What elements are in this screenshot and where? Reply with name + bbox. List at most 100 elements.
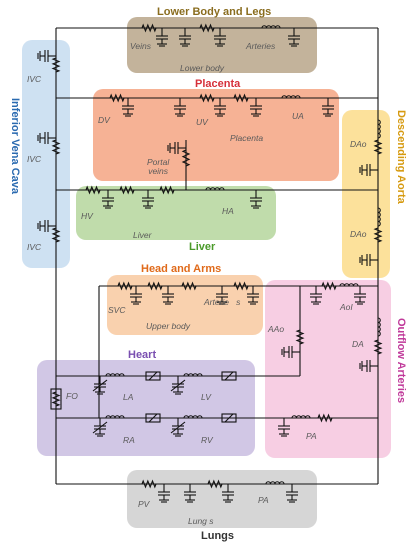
inductor-symbol [105, 373, 125, 377]
lungs-pa-label: PA [258, 495, 269, 505]
fo-valve [50, 388, 62, 410]
valve-slash [224, 371, 234, 381]
inductor-symbol [183, 415, 203, 419]
aao-resistor [295, 329, 305, 345]
heart-region [37, 360, 255, 456]
inductor-symbol [105, 415, 125, 419]
valve-slash [224, 413, 234, 423]
lungs-title: Lungs [201, 530, 234, 542]
lower-body-sub-label: Lower body [180, 63, 224, 73]
inductor-symbol [281, 95, 301, 99]
resistor-symbol [207, 479, 223, 489]
outflow-region [265, 280, 391, 458]
dao-label-2: DAo [350, 229, 367, 239]
resistor-symbol [159, 185, 175, 195]
resistor-symbol [199, 23, 215, 33]
outflow-title: Outflow Arteries [395, 318, 407, 404]
lower-body-veins-label: Veins [130, 41, 151, 51]
lungs-sub-label: Lung s [188, 516, 214, 526]
ivc-label-1: IVC [27, 74, 42, 84]
valve-symbol [145, 413, 161, 423]
valve-symbol [145, 371, 161, 381]
resistor-symbol [85, 185, 101, 195]
valve-symbol [221, 371, 237, 381]
dao-inductor [377, 119, 381, 139]
placenta-dv-label: DV [98, 115, 110, 125]
resistor-symbol [141, 479, 157, 489]
lower-body-region [127, 17, 317, 73]
resistor-symbol [233, 93, 249, 103]
ivc-resistor [51, 227, 61, 243]
heart-fo-label: FO [66, 391, 78, 401]
dao-label-1: DAo [350, 139, 367, 149]
inductor-symbol [339, 283, 359, 287]
outflow-da-label: DA [352, 339, 364, 349]
lower-body-title: Lower Body and Legs [157, 6, 272, 18]
heart-la-label: LA [123, 392, 134, 402]
dao-resistor [373, 139, 383, 155]
resistor-symbol [233, 281, 249, 291]
placenta-sub-label: Placenta [230, 133, 264, 143]
lungs-pv-label: PV [138, 499, 150, 509]
resistor-symbol [199, 93, 215, 103]
heart-lv-label: LV [201, 392, 211, 402]
ivc-resistor [51, 139, 61, 155]
variable-arrow [170, 421, 186, 434]
outflow-aao-label: AAo [268, 324, 285, 334]
da-resistor [373, 339, 383, 355]
heart-title: Heart [128, 349, 157, 361]
dao-resistor [373, 227, 383, 243]
inductor-symbol [291, 415, 311, 419]
resistor-symbol [181, 281, 197, 291]
inductor-symbol [265, 481, 285, 485]
fo-resistor [51, 391, 61, 407]
outflow-pa-label: PA [306, 431, 317, 441]
valve-symbol [221, 413, 237, 423]
placenta-title: Placenta [195, 78, 241, 90]
resistor-symbol [119, 185, 135, 195]
placenta-region [93, 89, 339, 181]
variable-arrow [92, 379, 108, 392]
dao-inductor [377, 207, 381, 227]
placenta-uv-label: UV [196, 117, 208, 127]
ivc-title: Inferior Vena Cava [9, 98, 21, 194]
liver-hv-label: HV [81, 211, 93, 221]
descending-aorta-title: Descending Aorta [395, 110, 407, 204]
head-arms-region [107, 275, 263, 335]
inductor-symbol [205, 187, 225, 191]
head-arms-arteries-label: Arterie s [204, 297, 241, 307]
valve-slash [148, 413, 158, 423]
liver-region [76, 186, 276, 240]
inductor-symbol [183, 373, 203, 377]
ivc-label-3: IVC [27, 242, 42, 252]
liver-sub-label: Liver [133, 230, 152, 240]
resistor-symbol [141, 23, 157, 33]
variable-arrow [170, 379, 186, 392]
head-arms-svc-label: SVC [108, 305, 126, 315]
variable-arrow [92, 421, 108, 434]
lower-body-arteries-label: Arteries [246, 41, 276, 51]
resistor-symbol [147, 281, 163, 291]
valve-slash [148, 371, 158, 381]
inductor-symbol [261, 25, 281, 29]
resistor-symbol [321, 281, 337, 291]
portal-veins-label-line1: Portal [147, 157, 170, 167]
heart-ra-label: RA [123, 435, 135, 445]
resistor-symbol [117, 281, 133, 291]
resistor-symbol [317, 413, 333, 423]
resistor-symbol [109, 93, 125, 103]
head-arms-sub-label: Upper body [146, 321, 190, 331]
portal-veins-label: Portal veins [147, 157, 170, 177]
heart-rv-label: RV [201, 435, 213, 445]
liver-ha-label: HA [222, 206, 234, 216]
placenta-ua-label: UA [292, 111, 304, 121]
ivc-region [22, 40, 70, 268]
ivc-label-2: IVC [27, 154, 42, 164]
da-inductor [377, 317, 381, 337]
outflow-aoi-label: AoI [340, 302, 353, 312]
portal-veins-label-line2: veins [148, 166, 169, 177]
head-arms-title: Head and Arms [141, 263, 222, 275]
liver-title: Liver [189, 241, 216, 253]
